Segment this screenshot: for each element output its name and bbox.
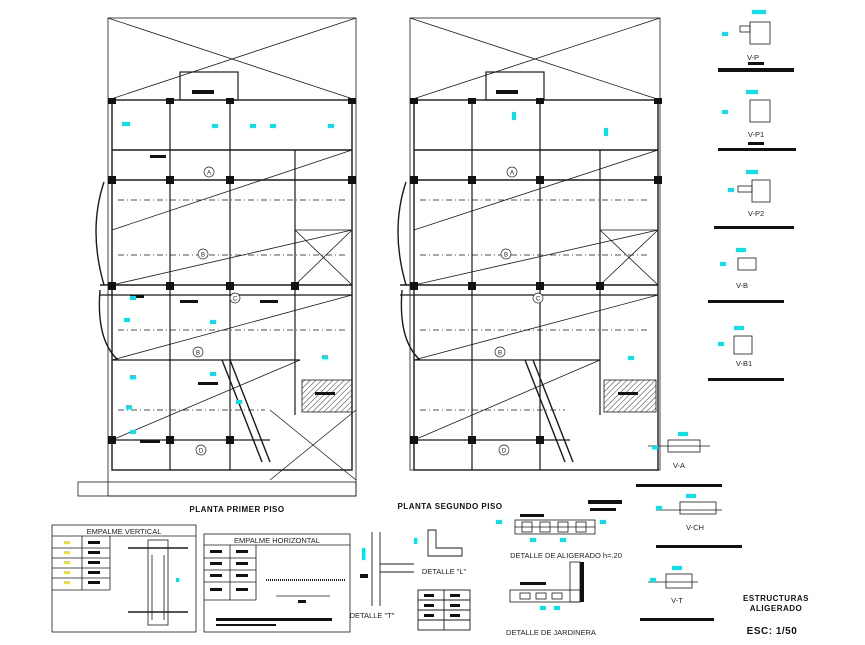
label-vp1: V-P1 [748,130,764,139]
grid-bubble-a: A [207,171,211,177]
first-floor-grid-bubbles: A B C B D [192,166,241,456]
detalle-t-label: DETALLE "T" [350,611,395,620]
label-vb1: V-B1 [736,359,752,368]
label-vt: V-T [671,596,683,605]
detalle-t-l [360,529,471,631]
grid-bubble-c-2: C [536,297,541,303]
grid-bubble-d-2: D [502,449,507,455]
grid-bubble-d: D [199,449,204,455]
empalme-horizontal-title: EMPALME HORIZONTAL [234,536,320,545]
empalme-horizontal-table [203,533,351,633]
beam-section-labels: V-P V-P1 V-P2 V-B V-B1 V-A V-CH V-T [671,53,764,605]
label-vp: V-P [747,53,759,62]
title-aligerado: ALIGERADO [750,604,803,613]
second-floor-plan [397,17,662,471]
grid-bubble-a-2: A [510,171,514,177]
grid-bubble-b: B [201,253,205,259]
first-floor-title: PLANTA PRIMER PISO [189,505,284,514]
title-scale: ESC: 1/50 [747,626,798,637]
detalle-aligerado [496,500,622,542]
grid-bubble-b-2: B [196,351,200,357]
title-estructuras: ESTRUCTURAS [743,594,809,603]
empalme-vertical-table [51,524,197,633]
detalle-jardinera [509,561,584,610]
first-floor-plan [77,17,357,497]
beam-sections [636,10,796,621]
second-floor-grid-bubbles: A B C B D [494,166,544,456]
grid-bubble-b-4: B [498,351,502,357]
label-va: V-A [673,461,685,470]
grid-bubble-c: C [233,297,238,303]
detalle-jardinera-label: DETALLE DE JARDINERA [506,628,596,637]
detalle-l-label: DETALLE "L" [422,567,467,576]
label-vb: V-B [736,281,748,290]
grid-bubble-b-3: B [504,253,508,259]
detalle-aligerado-label: DETALLE DE ALIGERADO h=.20 [510,551,622,560]
second-floor-title: PLANTA SEGUNDO PISO [397,502,502,511]
label-vch: V-CH [686,523,704,532]
title-block: ESTRUCTURAS ALIGERADO ESC: 1/50 [743,594,809,637]
empalme-vertical-title: EMPALME VERTICAL [87,527,162,536]
label-vp2: V-P2 [748,209,764,218]
